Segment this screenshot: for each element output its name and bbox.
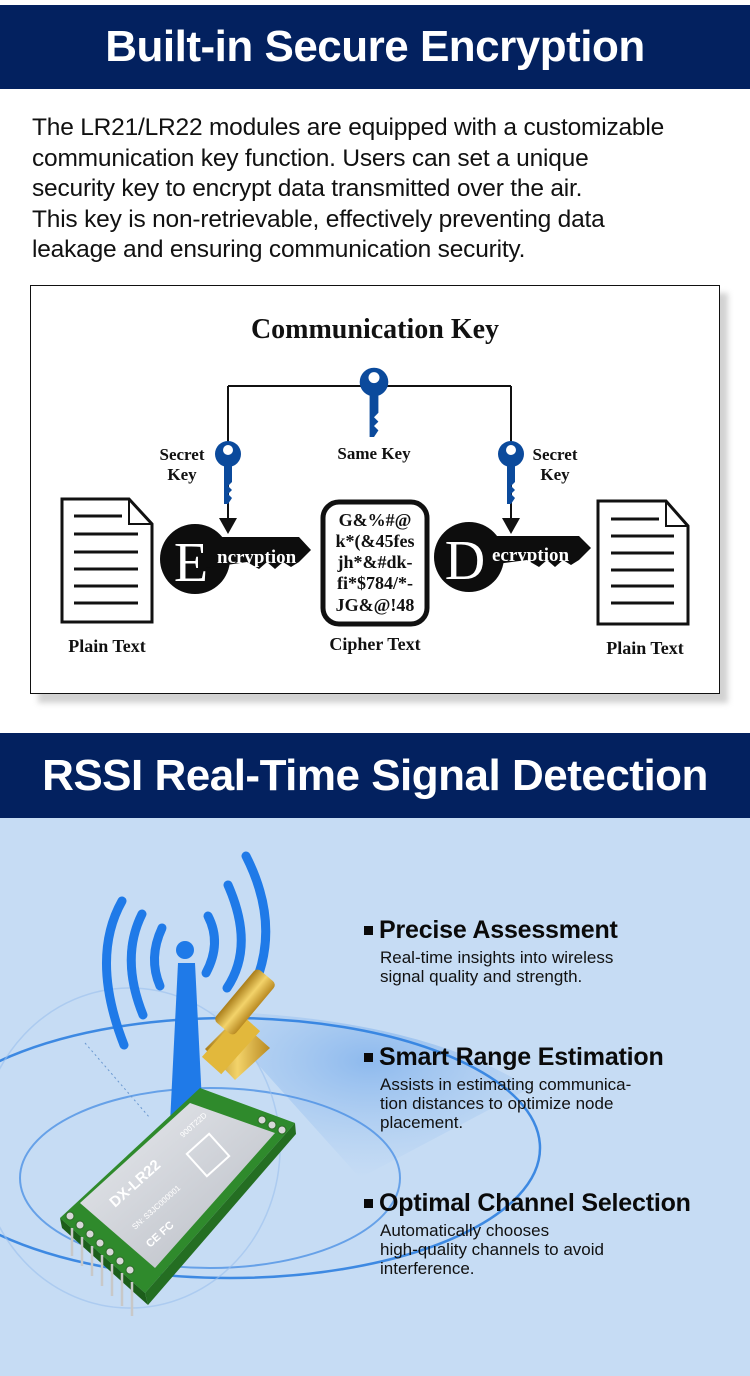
rssi-illustration: DX-LR22 900T22D SN: S3JC000001 CE FC xyxy=(0,851,542,1316)
secret-key-right-label-2: Key xyxy=(540,465,570,484)
secret-key-left-label-2: Key xyxy=(167,465,197,484)
intro-line: security key to encrypt data transmitted… xyxy=(32,175,583,202)
decryption-initial: D xyxy=(445,530,485,592)
intro-line: communication key function. Users can se… xyxy=(32,144,589,172)
intro-line: This key is non-retrievable, effectively… xyxy=(32,205,605,233)
cipher-line: JG&@!48 xyxy=(336,595,415,615)
same-key-icon xyxy=(359,367,389,437)
feature-title: Optimal Channel Selection xyxy=(379,1189,691,1217)
communication-key-diagram: Communication Key Same Key Secret Key Se… xyxy=(30,285,720,694)
bullet-icon xyxy=(364,1199,373,1208)
intro-paragraph: The LR21/LR22 modules are equipped with … xyxy=(32,113,732,266)
section-banner-rssi: RSSI Real-Time Signal Detection xyxy=(0,733,750,818)
feature-desc-line: signal quality and strength. xyxy=(380,967,583,986)
rssi-panel: DX-LR22 900T22D SN: S3JC000001 CE FC Pre… xyxy=(0,818,750,1376)
feature-desc-line: tion distances to optimize node xyxy=(380,1094,614,1113)
feature-desc-line: interference. xyxy=(380,1259,475,1278)
secret-key-right-label-1: Secret xyxy=(533,445,578,464)
feature-smart-range-estimation: Smart Range Estimation Assists in estima… xyxy=(364,1043,744,1132)
feature-desc-line: Assists in estimating communica- xyxy=(380,1075,632,1094)
secret-key-right-icon xyxy=(498,441,524,504)
qr-code-icon xyxy=(185,1132,231,1178)
document-right-icon xyxy=(596,499,690,626)
cipher-line: k*(&45fes xyxy=(336,531,415,552)
feature-desc-line: Real-time insights into wireless xyxy=(380,948,614,967)
feature-desc-line: high-quality channels to avoid xyxy=(380,1240,604,1259)
plain-text-left-label: Plain Text xyxy=(68,636,146,656)
decryption-label: ecryption xyxy=(492,545,569,566)
feature-precise-assessment: Precise Assessment Real-time insights in… xyxy=(364,916,744,986)
bullet-icon xyxy=(364,1053,373,1062)
cipher-box xyxy=(320,499,430,627)
same-key-label: Same Key xyxy=(337,444,411,463)
signal-antenna-icon xyxy=(102,851,271,1123)
diagram-canvas: Communication Key Same Key Secret Key Se… xyxy=(60,314,690,658)
encryption-initial: E xyxy=(174,532,208,594)
feature-desc-line: placement. xyxy=(380,1113,464,1132)
cipher-line: fi*$784/*- xyxy=(337,573,413,593)
section-title: RSSI Real-Time Signal Detection xyxy=(42,750,708,800)
encryption-label: ncryption xyxy=(217,547,297,568)
cipher-line: jh*&#dk- xyxy=(336,552,412,572)
feature-description: Assists in estimating communica- tion di… xyxy=(380,1075,744,1132)
bullet-icon xyxy=(364,926,373,935)
intro-line: leakage and ensuring communication secur… xyxy=(32,236,526,263)
arrow-down-right-icon xyxy=(502,518,520,534)
document-left-icon xyxy=(60,497,154,624)
secret-key-left-icon xyxy=(215,441,241,504)
secret-key-left-label-1: Secret xyxy=(160,445,205,464)
decryption-key-shape xyxy=(434,522,591,592)
encryption-key-shape xyxy=(160,524,311,594)
feature-title: Precise Assessment xyxy=(379,916,618,944)
section-banner-encryption: Built-in Secure Encryption xyxy=(0,5,750,89)
feature-description: Real-time insights into wireless signal … xyxy=(380,948,744,986)
section-title: Built-in Secure Encryption xyxy=(105,22,645,71)
lora-module-image: DX-LR22 900T22D SN: S3JC000001 CE FC xyxy=(60,969,296,1316)
diagram-title: Communication Key xyxy=(251,314,499,345)
intro-line: The LR21/LR22 modules are equipped with … xyxy=(32,114,665,141)
feature-optimal-channel-selection: Optimal Channel Selection Automatically … xyxy=(364,1189,744,1278)
cipher-line: G&%#@ xyxy=(339,510,412,530)
cipher-text-label: Cipher Text xyxy=(329,634,420,654)
feature-desc-line: Automatically chooses xyxy=(380,1221,550,1240)
feature-description: Automatically chooses high-quality chann… xyxy=(380,1221,744,1278)
arrow-down-left-icon xyxy=(219,518,237,534)
plain-text-right-label: Plain Text xyxy=(606,638,684,658)
feature-title: Smart Range Estimation xyxy=(379,1043,664,1071)
